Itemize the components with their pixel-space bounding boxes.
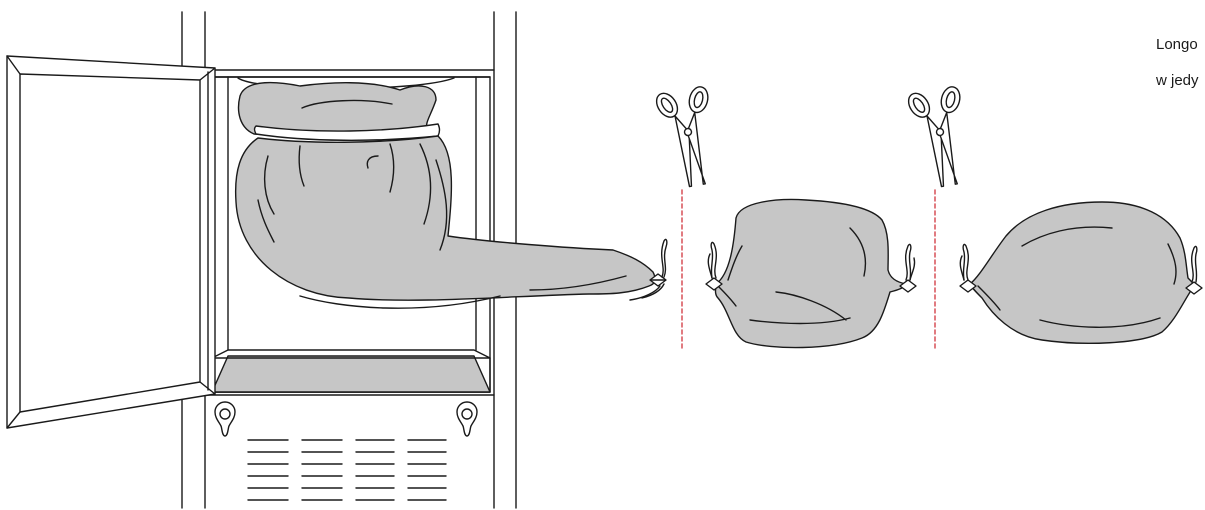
scissors-icon [655, 86, 709, 188]
open-door [6, 55, 216, 429]
sealed-pack-2 [959, 201, 1203, 344]
left-foot [214, 401, 236, 437]
scissors-icon [907, 86, 961, 188]
right-foot [456, 401, 478, 437]
sealed-pack-1 [705, 198, 917, 349]
bottom-tray [211, 349, 491, 393]
vent-grille [247, 439, 447, 501]
caption-line-2: w jedy [1156, 72, 1199, 89]
bag-in-machine [234, 77, 668, 309]
caption-line-1: Longo [1156, 36, 1198, 53]
